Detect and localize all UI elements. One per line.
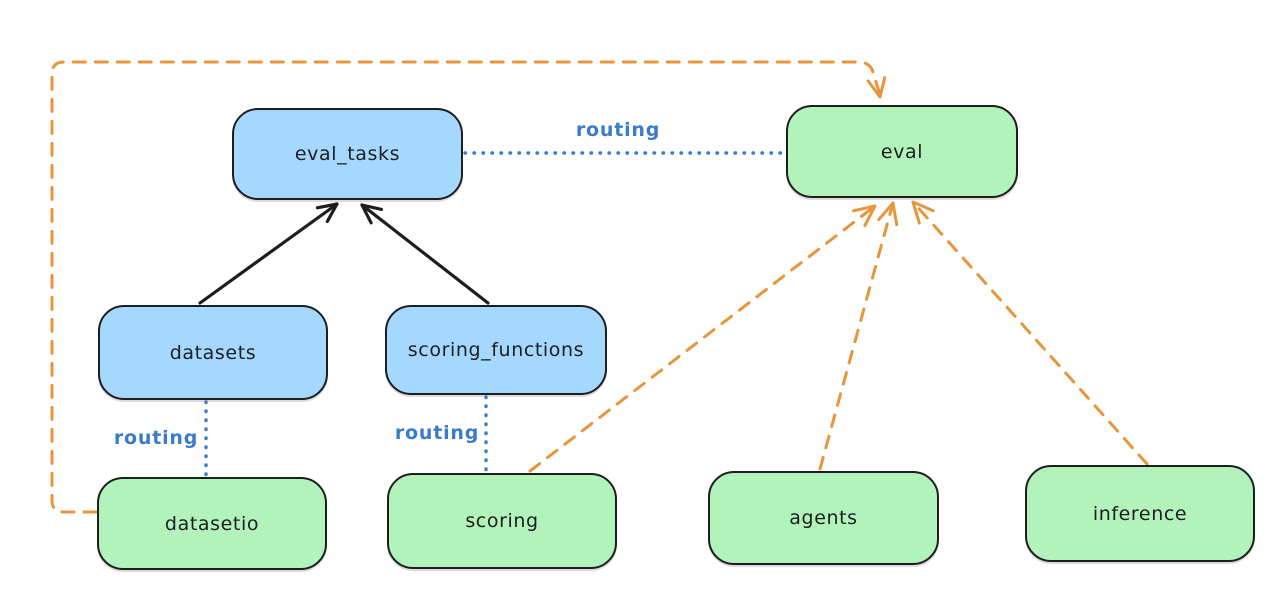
node-agents: agents	[708, 471, 939, 565]
edge-label-routing-datasets-datasetio: routing	[113, 427, 199, 449]
node-label: eval_tasks	[294, 143, 401, 165]
edge-agents-to-eval	[818, 201, 899, 471]
edge-datasetio-to-eval	[50, 60, 887, 514]
arrowhead-icon	[315, 202, 339, 224]
edge-line	[360, 203, 490, 305]
node-datasetio: datasetio	[97, 477, 327, 570]
edge-label-routing-scoring-functions-scoring: routing	[394, 422, 480, 444]
edge-scoring-functions-to-eval-tasks	[360, 203, 490, 305]
arrowhead-icon	[911, 200, 935, 225]
node-scoring-functions: scoring_functions	[385, 305, 607, 395]
edge-line	[528, 204, 877, 473]
edge-line	[198, 202, 339, 305]
node-datasets: datasets	[98, 305, 328, 400]
node-label: scoring	[465, 510, 539, 532]
edge-line	[911, 200, 1149, 466]
node-label: inference	[1092, 502, 1188, 525]
edge-line	[818, 201, 895, 471]
node-label: eval	[880, 140, 924, 163]
node-eval-tasks: eval_tasks	[232, 108, 463, 200]
arrowhead-icon	[852, 204, 877, 227]
node-label: datasetio	[164, 512, 260, 535]
edge-scoring-to-eval	[528, 204, 877, 473]
edge-datasets-to-eval-tasks	[198, 202, 339, 305]
node-label: agents	[789, 507, 858, 529]
edge-line	[50, 60, 882, 514]
node-eval: eval	[786, 105, 1018, 198]
node-scoring: scoring	[387, 473, 617, 569]
arrowhead-icon	[866, 76, 887, 99]
node-inference: inference	[1025, 465, 1255, 562]
edge-inference-to-eval	[911, 200, 1149, 466]
edge-label-routing-eval-tasks-eval: routing	[575, 119, 661, 141]
node-label: datasets	[169, 341, 257, 364]
node-label: scoring_functions	[407, 339, 585, 361]
arrowhead-icon	[877, 201, 899, 227]
arrowhead-icon	[360, 203, 384, 225]
